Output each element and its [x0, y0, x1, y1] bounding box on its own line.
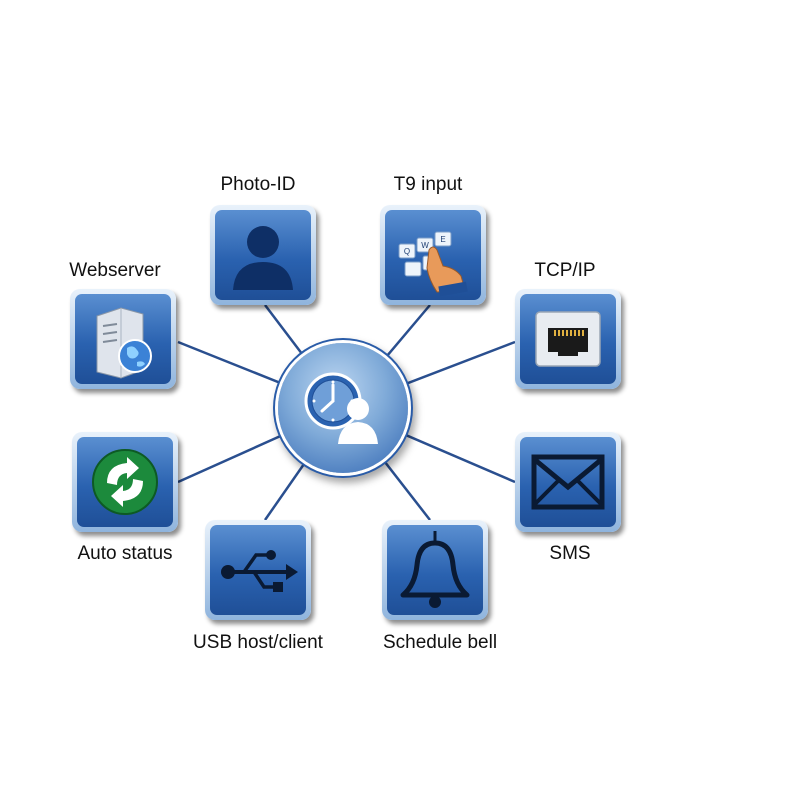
node-photo-id[interactable] — [210, 205, 316, 305]
hub-node — [278, 343, 408, 473]
label-photo-id: Photo-ID — [220, 174, 296, 195]
keyboard-hand-icon: Q W E — [398, 231, 468, 297]
label-tcp-ip: TCP/IP — [534, 260, 596, 281]
node-tcp-ip[interactable] — [515, 289, 621, 389]
svg-text:W: W — [421, 241, 429, 250]
label-t9-input: T9 input — [393, 174, 463, 195]
label-sms: SMS — [549, 543, 591, 564]
node-sms[interactable] — [515, 432, 621, 532]
bell-icon — [400, 531, 470, 608]
label-schedule-bell: Schedule bell — [382, 632, 498, 653]
usb-icon — [221, 550, 298, 592]
node-schedule-bell[interactable] — [382, 520, 488, 620]
svg-text:E: E — [440, 235, 445, 244]
clock-person-icon — [304, 372, 378, 444]
label-webserver: Webserver — [69, 260, 161, 281]
svg-text:Q: Q — [404, 247, 410, 256]
envelope-icon — [531, 454, 605, 510]
node-usb-host-client[interactable] — [205, 520, 311, 620]
person-icon — [233, 226, 293, 290]
label-auto-status: Auto status — [77, 543, 173, 564]
node-auto-status[interactable] — [72, 432, 178, 532]
label-usb-host-client: USB host/client — [193, 632, 323, 653]
ethernet-port-icon — [535, 311, 601, 367]
recycle-arrows-icon — [92, 449, 158, 515]
node-t9-input[interactable]: Q W E — [380, 205, 486, 305]
server-globe-icon — [96, 307, 152, 379]
node-webserver[interactable] — [70, 289, 176, 389]
